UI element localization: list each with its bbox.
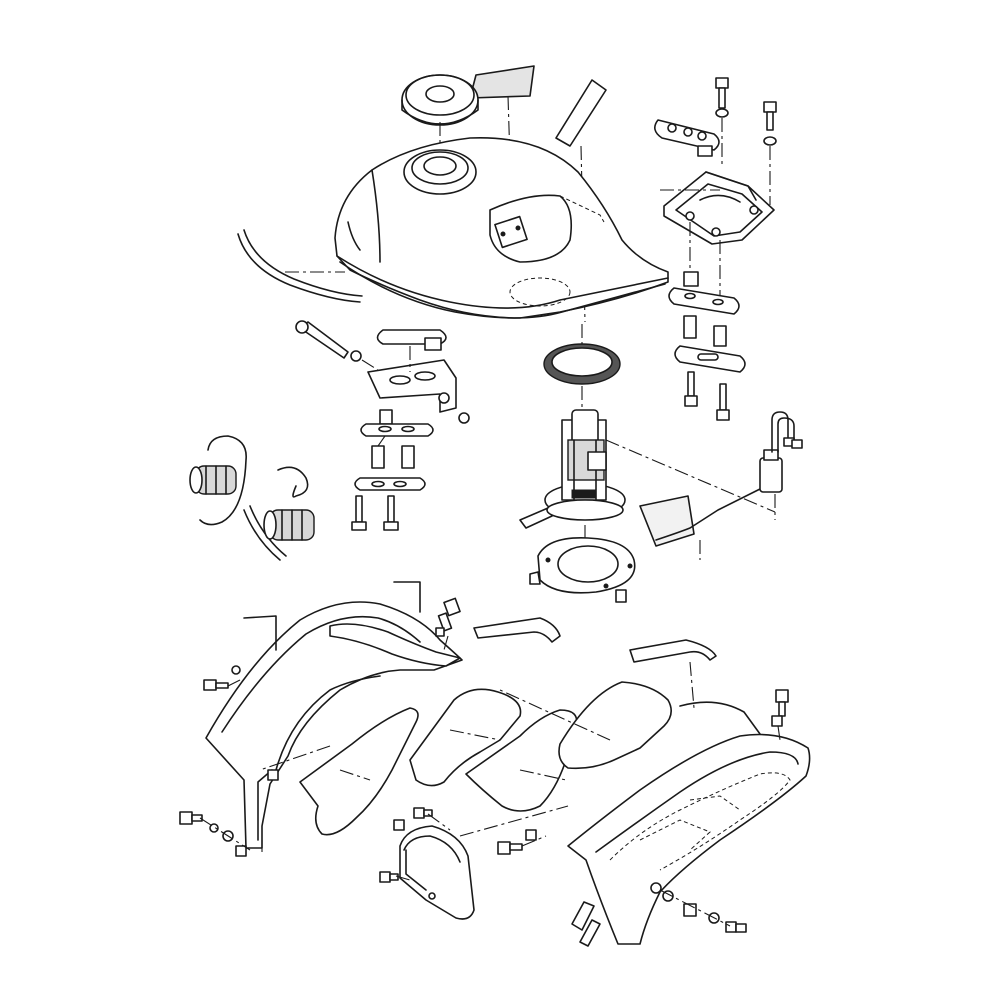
rear-mount-bracket [654,119,775,421]
shroud-inner-panel-3 [465,709,578,812]
shroud-inner-panel-2 [409,688,522,787]
fuel-tank-cap-cover [401,74,479,160]
mount-damper-stack [351,329,470,531]
shroud-inner-panel-4 [558,681,672,770]
rear-mount-bolts [715,77,777,205]
hose-clamp-left [189,435,247,526]
hose-clamp-right [243,466,315,561]
foam-strip-left [473,617,561,643]
shroud-inner-panel-1 [299,707,419,836]
fuel-pump-wiring [605,411,803,547]
foam-strip-right [629,639,717,709]
shroud-fasteners [179,597,789,933]
fuel-tank [285,136,669,319]
tank-trim-strip [237,229,363,303]
fuel-pump-assembly [519,409,626,545]
leader-lines [259,540,701,771]
left-side-shroud [205,581,463,852]
right-side-cover [567,701,811,947]
front-mount-bolt [295,320,379,371]
center-air-duct [399,805,569,920]
fuel-filler-gasket [543,324,621,410]
fuel-pump-base-plate [529,537,636,603]
